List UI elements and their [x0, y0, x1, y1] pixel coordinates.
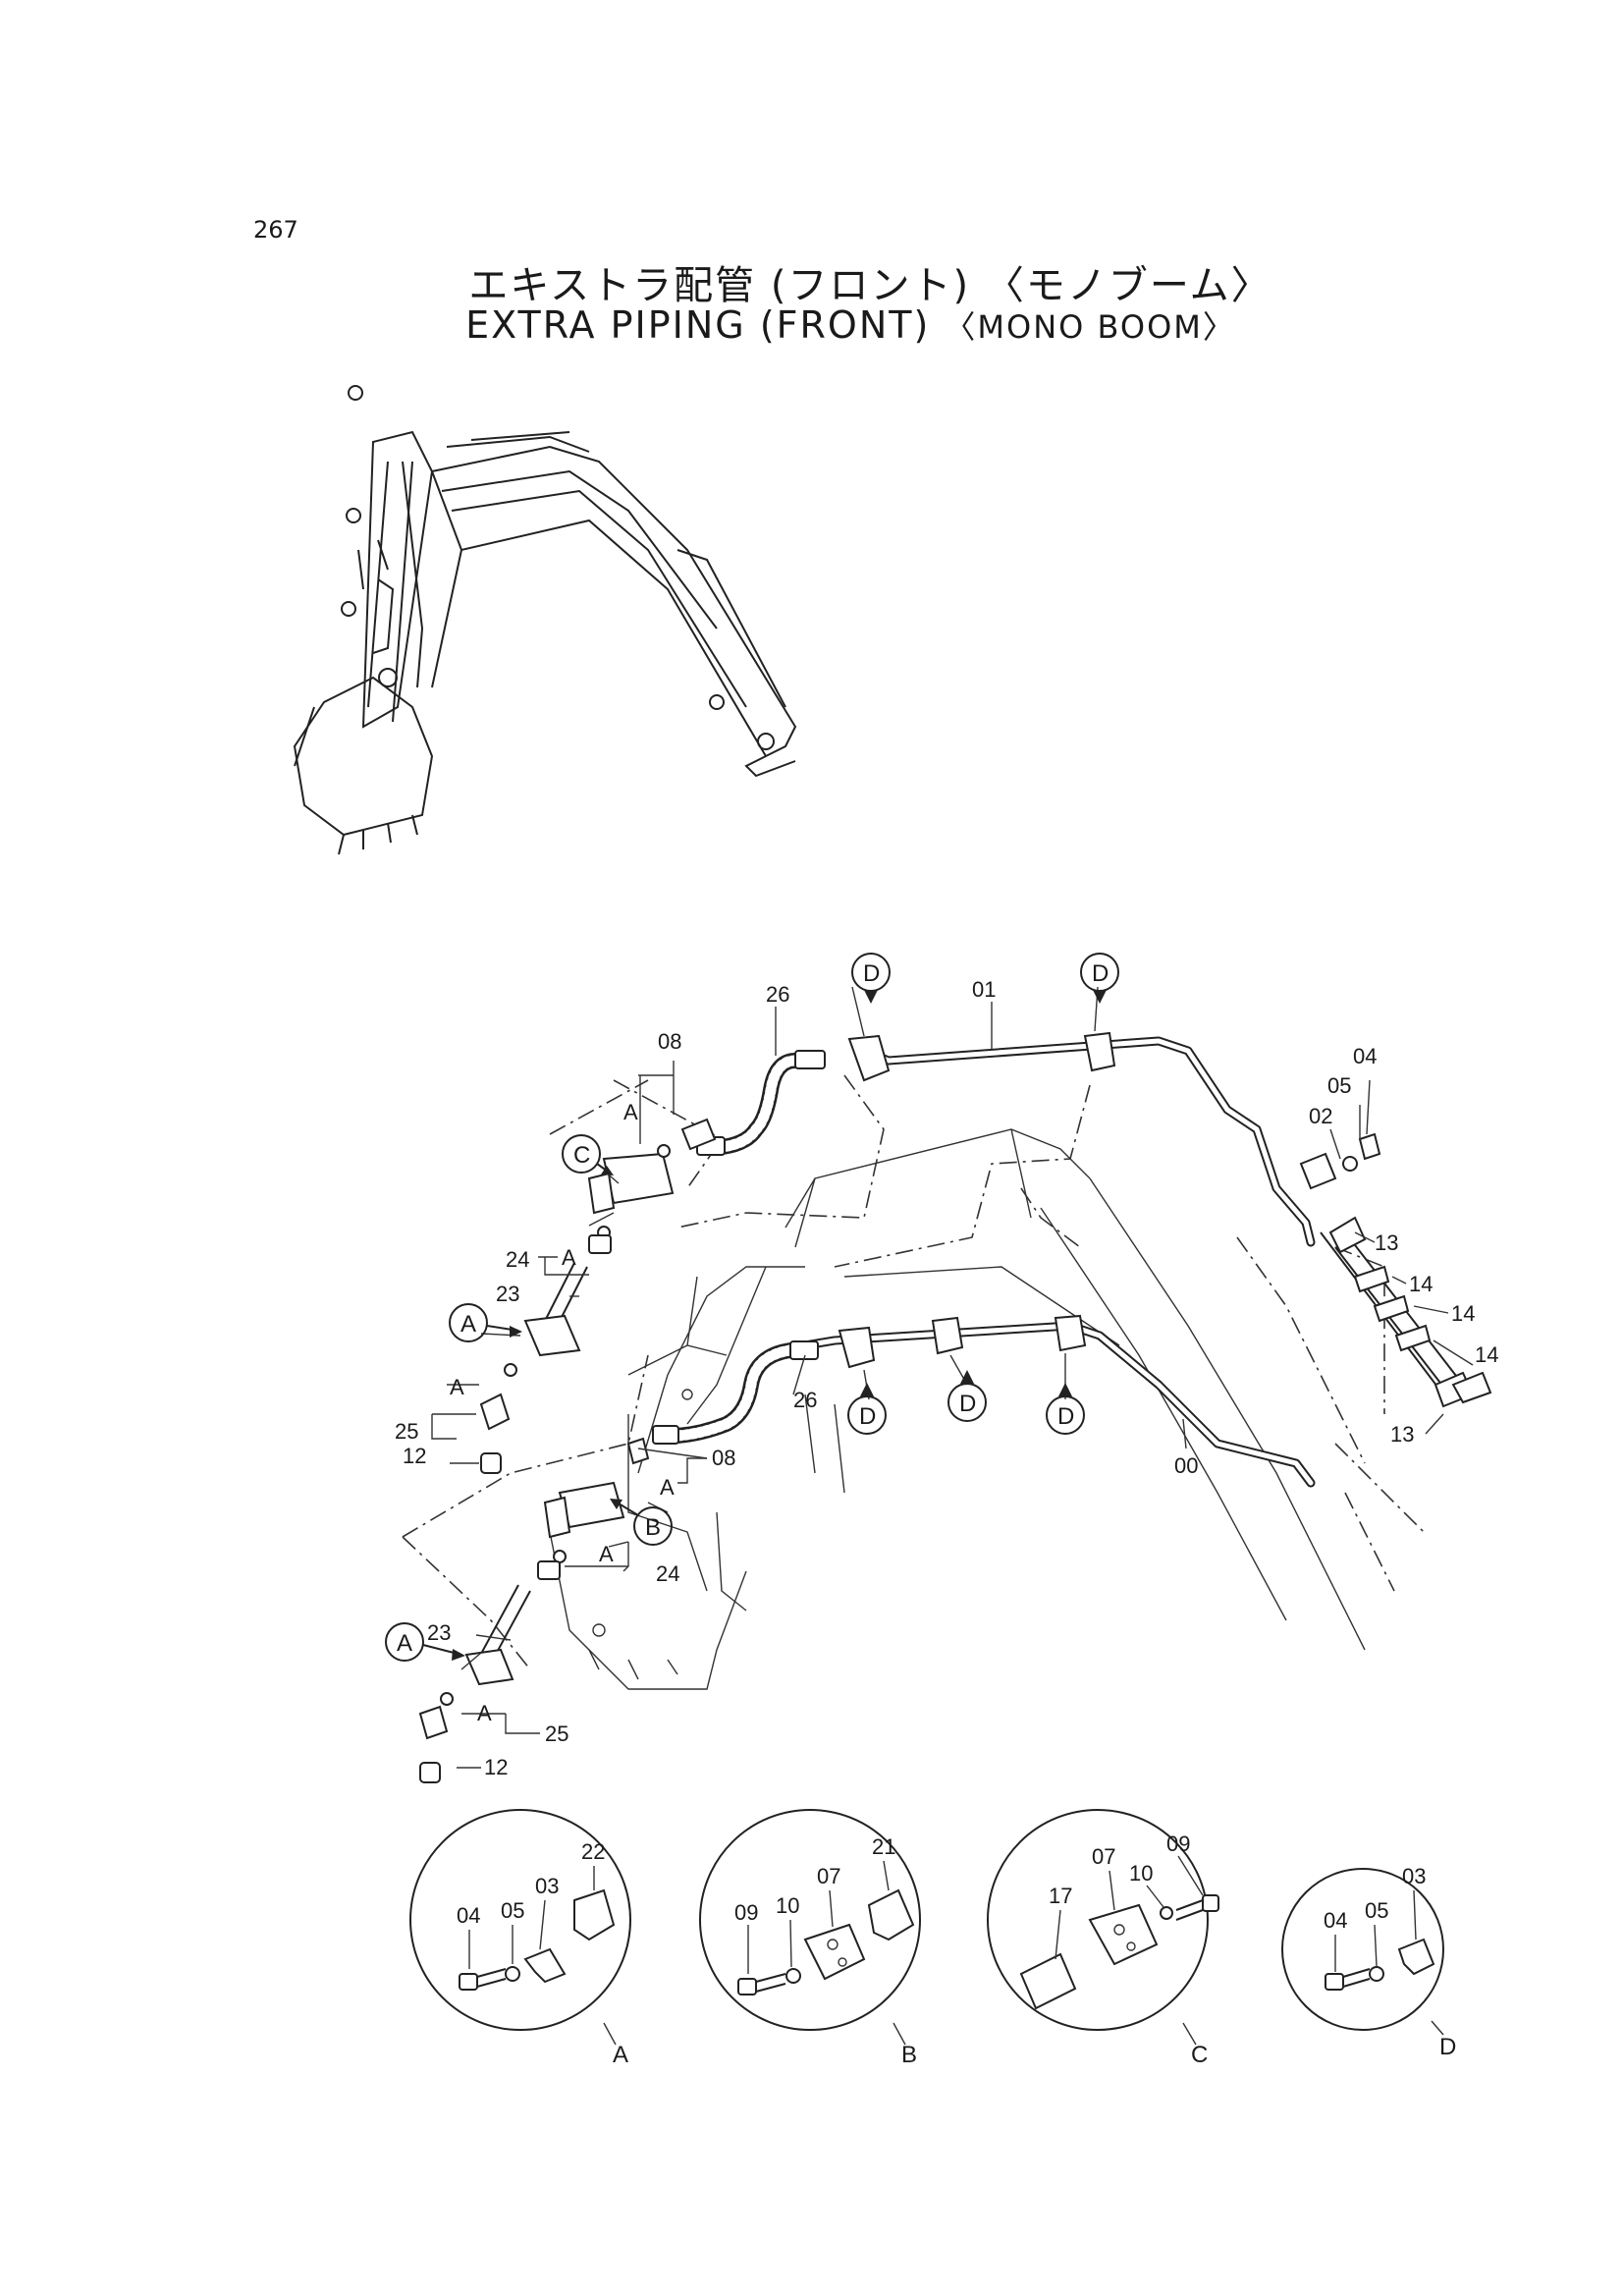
detail-b-label: B: [901, 2042, 917, 2068]
callout-04: 04: [1353, 1044, 1377, 1068]
callout-08-lower: 08: [712, 1446, 735, 1470]
callouts: 01 00 02 04 05 08 08 12 12 13 13 14 14 1…: [395, 977, 1498, 1779]
detail-view-b: 09 10 07 21 B: [699, 1809, 921, 2068]
callout-02: 02: [1309, 1104, 1332, 1128]
callout-26-upper: 26: [766, 982, 789, 1007]
svg-text:B: B: [645, 1514, 661, 1541]
callout-12-lower: 12: [484, 1755, 508, 1779]
hose-26-lower: [652, 1340, 819, 1445]
svg-text:D: D: [1057, 1403, 1074, 1430]
clamps: [838, 1031, 1116, 1369]
reference-circles: C A A B D D: [385, 953, 1119, 1662]
detail-d-part-04: 04: [1324, 1908, 1347, 1933]
detail-c-part-09: 09: [1166, 1831, 1190, 1856]
detail-c-part-17: 17: [1049, 1884, 1072, 1908]
detail-a-part-04: 04: [457, 1903, 480, 1928]
detail-b-part-09: 09: [734, 1900, 758, 1925]
callout-08-upper: 08: [658, 1029, 681, 1054]
callout-a-3: A: [450, 1375, 464, 1399]
callout-13-lower: 13: [1390, 1422, 1414, 1447]
ref-circle-a-upper: A: [449, 1303, 522, 1342]
detail-a-label: A: [613, 2042, 628, 2068]
callout-05: 05: [1327, 1073, 1351, 1098]
callout-23-lower: 23: [427, 1620, 451, 1645]
detail-c-part-07: 07: [1092, 1844, 1115, 1869]
ref-circle-b: B: [610, 1499, 673, 1546]
hose-26-upper: [696, 1050, 826, 1156]
callout-25-lower: 25: [545, 1722, 568, 1746]
ref-circle-d-3: D: [847, 1383, 887, 1435]
callout-13-upper: 13: [1375, 1230, 1398, 1255]
detail-d-part-03: 03: [1402, 1864, 1426, 1888]
boom-outline: [549, 1128, 1366, 1690]
callout-a-1: A: [623, 1100, 638, 1124]
detail-a-part-03: 03: [535, 1874, 559, 1898]
callout-24-lower: 24: [656, 1561, 679, 1586]
detail-a-part-05: 05: [501, 1898, 524, 1923]
callout-14-c: 14: [1475, 1342, 1498, 1367]
svg-text:D: D: [863, 960, 880, 987]
right-fittings: [1299, 1132, 1492, 1408]
svg-text:C: C: [573, 1142, 590, 1169]
pipe-00: [800, 1321, 1316, 1488]
title-japanese: エキストラ配管 (フロント) 〈モノブーム〉: [468, 263, 1272, 308]
title-english-sub: 〈MONO BOOM〉: [944, 308, 1236, 346]
title-english-main: EXTRA PIPING (FRONT): [465, 303, 931, 347]
callout-26-lower: 26: [793, 1388, 817, 1412]
ref-circle-d-5: D: [1046, 1383, 1085, 1435]
svg-text:D: D: [959, 1391, 976, 1417]
callout-a-6: A: [477, 1701, 492, 1725]
callout-12-upper: 12: [403, 1444, 426, 1468]
svg-text:A: A: [460, 1311, 476, 1338]
ref-circle-d-4: D: [947, 1370, 987, 1422]
detail-b-part-10: 10: [776, 1893, 799, 1918]
callout-a-5: A: [599, 1542, 614, 1566]
callout-25-upper: 25: [395, 1419, 418, 1444]
page-number: 267: [253, 216, 298, 244]
callout-a-4: A: [660, 1475, 675, 1500]
detail-a-part-22: 22: [581, 1839, 605, 1864]
left-fittings: [418, 1118, 717, 1783]
callout-a-2: A: [562, 1245, 576, 1270]
callout-01: 01: [972, 977, 996, 1002]
pipe-01: [859, 1036, 1316, 1247]
detail-d-part-05: 05: [1365, 1898, 1388, 1923]
callout-14-b: 14: [1451, 1301, 1475, 1326]
svg-text:A: A: [397, 1630, 412, 1657]
detail-b-part-07: 07: [817, 1864, 840, 1888]
detail-b-part-21: 21: [872, 1834, 895, 1859]
ref-circle-d-1: D: [851, 953, 891, 1004]
detail-view-a: 04 05 03 22 A: [409, 1809, 631, 2068]
ref-circle-d-2: D: [1080, 953, 1119, 1004]
callout-24-upper: 24: [506, 1247, 529, 1272]
ref-circle-c: C: [562, 1134, 614, 1175]
svg-text:D: D: [1092, 960, 1109, 987]
detail-c-label: C: [1191, 2042, 1208, 2068]
title-english: EXTRA PIPING (FRONT) 〈MONO BOOM〉: [0, 302, 1623, 348]
detail-c-part-10: 10: [1129, 1861, 1153, 1886]
overview-illustration: [293, 385, 797, 855]
detail-view-d: 04 05 03 D: [1281, 1864, 1456, 2060]
callout-00: 00: [1174, 1453, 1198, 1478]
detail-d-label: D: [1439, 2034, 1456, 2060]
svg-text:D: D: [859, 1403, 876, 1430]
callout-14-a: 14: [1409, 1272, 1433, 1296]
detail-view-c: 17 07 10 09 C: [987, 1809, 1219, 2068]
callout-23-upper: 23: [496, 1282, 519, 1306]
ref-circle-a-lower: A: [385, 1622, 465, 1662]
